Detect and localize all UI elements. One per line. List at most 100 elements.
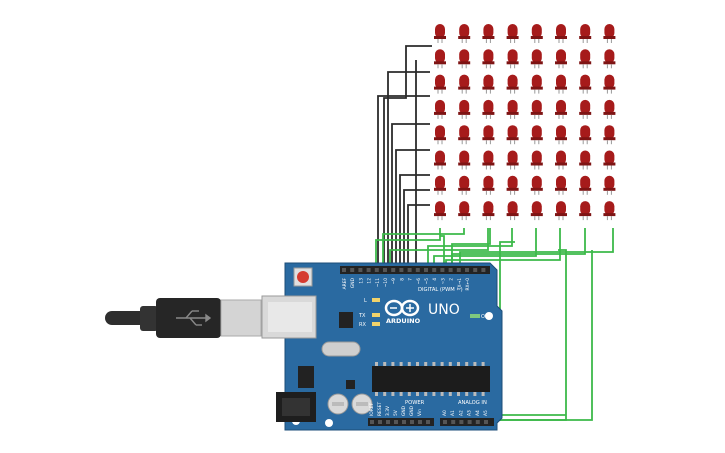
header-hole[interactable] [448, 268, 453, 272]
led[interactable] [579, 99, 592, 119]
led[interactable] [506, 150, 519, 170]
led[interactable] [530, 99, 543, 119]
header-hole[interactable] [432, 268, 437, 272]
led[interactable] [458, 49, 471, 69]
wire-green[interactable] [427, 228, 513, 268]
led[interactable] [530, 201, 543, 221]
header-hole[interactable] [350, 268, 355, 272]
wire-black[interactable] [407, 204, 430, 268]
led[interactable] [506, 125, 519, 145]
header-hole[interactable] [410, 420, 414, 424]
led[interactable] [530, 74, 543, 94]
header-hole[interactable] [426, 420, 430, 424]
header-hole[interactable] [391, 268, 396, 272]
led[interactable] [458, 74, 471, 94]
led[interactable] [579, 49, 592, 69]
led[interactable] [482, 24, 495, 43]
led[interactable] [555, 49, 567, 69]
header-hole[interactable] [407, 268, 412, 272]
led[interactable] [555, 74, 567, 94]
led[interactable] [579, 125, 592, 145]
wire-green[interactable] [433, 228, 537, 268]
led[interactable] [434, 125, 446, 145]
header-hole[interactable] [418, 420, 422, 424]
led[interactable] [530, 49, 543, 69]
led[interactable] [506, 175, 519, 195]
led[interactable] [434, 175, 446, 195]
led[interactable] [530, 24, 543, 43]
led[interactable] [458, 125, 471, 145]
led[interactable] [482, 99, 495, 119]
led[interactable] [603, 175, 616, 195]
led[interactable] [482, 125, 495, 145]
header-hole[interactable] [465, 268, 469, 272]
led[interactable] [506, 24, 519, 43]
header-hole[interactable] [358, 268, 363, 272]
led[interactable] [555, 125, 567, 145]
header-hole[interactable] [424, 268, 428, 272]
led[interactable] [506, 49, 519, 69]
wire-black[interactable] [395, 149, 430, 268]
wire-black[interactable] [377, 95, 430, 268]
header-hole[interactable] [386, 420, 390, 424]
reset-button-cap[interactable] [297, 271, 309, 283]
led[interactable] [579, 201, 592, 221]
usb-cable[interactable] [105, 298, 262, 338]
led[interactable] [603, 24, 616, 43]
led[interactable] [458, 201, 471, 221]
wire-black[interactable] [399, 174, 430, 268]
led[interactable] [579, 74, 592, 94]
header-hole[interactable] [459, 420, 464, 424]
header-hole[interactable] [451, 420, 456, 424]
led[interactable] [579, 24, 592, 43]
led[interactable] [482, 175, 495, 195]
arduino-uno-board[interactable]: L TX RX ON ARDUINO UNO DIGITAL (PWM ~) P… [261, 262, 503, 431]
led[interactable] [458, 175, 471, 195]
wire-black[interactable] [383, 45, 432, 268]
header-hole[interactable] [342, 268, 346, 272]
header-hole[interactable] [440, 268, 445, 272]
header-hole[interactable] [481, 268, 486, 272]
led[interactable] [603, 150, 616, 170]
led[interactable] [579, 150, 592, 170]
header-hole[interactable] [415, 268, 420, 272]
led[interactable] [555, 150, 567, 170]
led[interactable] [482, 201, 495, 221]
led[interactable] [603, 49, 616, 69]
led[interactable] [530, 150, 543, 170]
header-hole[interactable] [370, 420, 374, 424]
header-hole[interactable] [378, 420, 382, 424]
led[interactable] [506, 74, 519, 94]
led[interactable] [603, 125, 616, 145]
wire-green[interactable] [451, 228, 586, 268]
header-hole[interactable] [399, 268, 404, 272]
wire-green[interactable] [382, 228, 465, 268]
header-hole[interactable] [383, 268, 387, 272]
led[interactable] [603, 99, 616, 119]
led[interactable] [603, 74, 616, 94]
header-hole[interactable] [456, 268, 461, 272]
led[interactable] [530, 175, 543, 195]
led[interactable] [434, 99, 446, 119]
header-hole[interactable] [394, 420, 398, 424]
led[interactable] [458, 99, 471, 119]
led[interactable] [458, 150, 471, 170]
led[interactable] [434, 49, 446, 69]
led[interactable] [530, 125, 543, 145]
led[interactable] [434, 150, 446, 170]
header-hole[interactable] [374, 268, 379, 272]
led[interactable] [482, 150, 495, 170]
led[interactable] [458, 24, 471, 43]
led[interactable] [555, 24, 567, 43]
led[interactable] [482, 74, 495, 94]
header-hole[interactable] [475, 420, 480, 424]
led[interactable] [579, 175, 592, 195]
led[interactable] [506, 99, 519, 119]
led[interactable] [555, 99, 567, 119]
header-hole[interactable] [366, 268, 371, 272]
wire-black[interactable] [391, 123, 430, 268]
led[interactable] [603, 201, 616, 221]
header-hole[interactable] [467, 420, 472, 424]
wire-green[interactable] [389, 228, 489, 268]
wire-black[interactable] [403, 189, 430, 268]
